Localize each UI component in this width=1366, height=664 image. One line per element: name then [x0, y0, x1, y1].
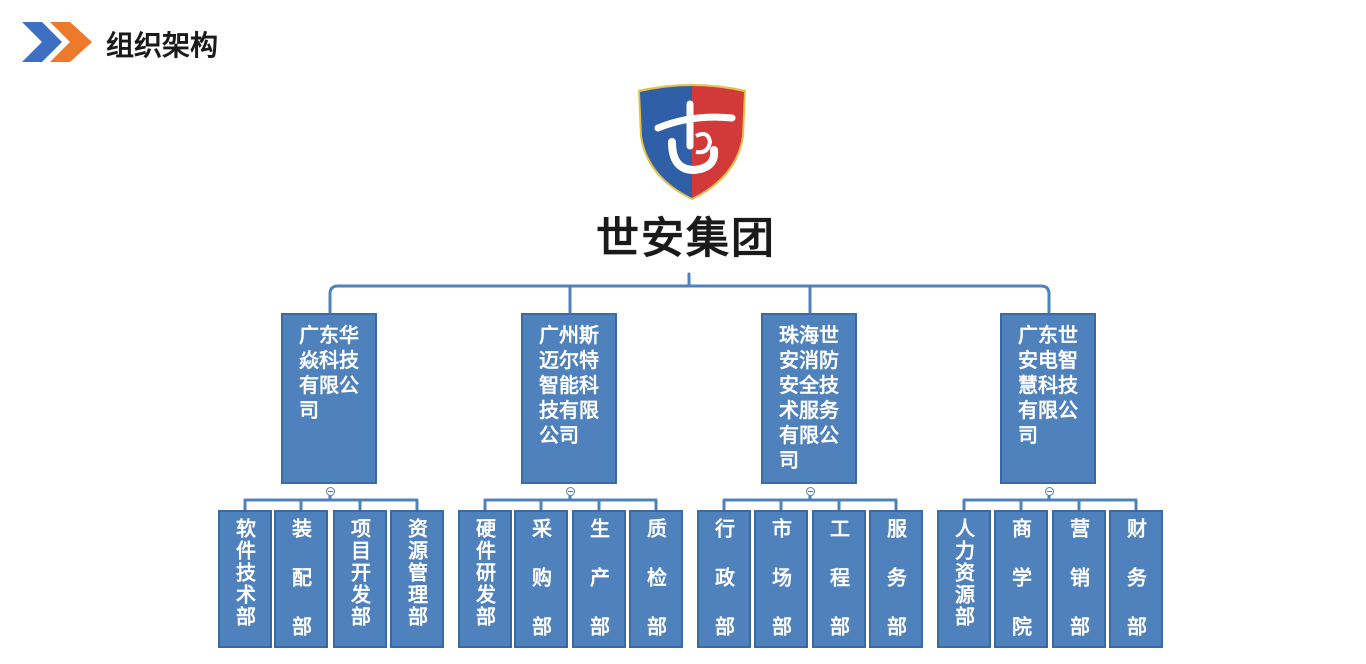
dept-label: 资源管理部 — [404, 518, 429, 628]
dept-box[interactable]: 软件技术部 — [218, 510, 272, 648]
dept-label: 工程部 — [826, 518, 851, 638]
company-box-fire-safety[interactable]: 珠海世安消防安全技术服务有限公司 — [761, 313, 857, 484]
dept-label: 硬件研发部 — [472, 518, 497, 628]
dept-label: 装配部 — [288, 518, 313, 638]
company-box-electric[interactable]: 广东世安电智慧科技有限公司 — [1000, 313, 1096, 484]
dept-label: 营销部 — [1066, 518, 1091, 638]
dept-label: 市场部 — [768, 518, 793, 638]
dept-box[interactable]: 工程部 — [812, 510, 866, 648]
dept-box[interactable]: 装配部 — [274, 510, 328, 648]
company-box-smart[interactable]: 广州斯迈尔特智能科技有限公司 — [521, 313, 617, 484]
group-name: 世安集团 — [596, 214, 776, 264]
collapse-toggle-icon[interactable] — [566, 487, 575, 496]
dept-label: 人力资源部 — [951, 518, 976, 628]
company-box-huayan[interactable]: 广东华焱科技有限公司 — [281, 313, 377, 484]
dept-label: 质检部 — [643, 518, 668, 638]
dept-label: 商学院 — [1008, 518, 1033, 638]
dept-label: 项目开发部 — [347, 518, 372, 628]
dept-box[interactable]: 生产部 — [572, 510, 626, 648]
page-title: 组织架构 — [106, 29, 219, 62]
dept-box[interactable]: 资源管理部 — [390, 510, 444, 648]
dept-box[interactable]: 财务部 — [1109, 510, 1163, 648]
double-chevron-icon — [22, 22, 92, 62]
dept-box[interactable]: 商学院 — [994, 510, 1048, 648]
dept-box[interactable]: 质检部 — [629, 510, 683, 648]
dept-label: 行政部 — [711, 518, 736, 638]
dept-label: 采购部 — [528, 518, 553, 638]
dept-box[interactable]: 服务部 — [869, 510, 923, 648]
dept-box[interactable]: 营销部 — [1052, 510, 1106, 648]
dept-label: 软件技术部 — [232, 518, 257, 628]
dept-box[interactable]: 行政部 — [697, 510, 751, 648]
dept-box[interactable]: 项目开发部 — [333, 510, 387, 648]
dept-label: 服务部 — [883, 518, 908, 638]
collapse-toggle-icon[interactable] — [1045, 487, 1054, 496]
dept-box[interactable]: 硬件研发部 — [458, 510, 512, 648]
dept-box[interactable]: 市场部 — [754, 510, 808, 648]
dept-label: 生产部 — [586, 518, 611, 638]
dept-box[interactable]: 采购部 — [514, 510, 568, 648]
collapse-toggle-icon[interactable] — [326, 487, 335, 496]
collapse-toggle-icon[interactable] — [806, 487, 815, 496]
dept-box[interactable]: 人力资源部 — [937, 510, 991, 648]
dept-label: 财务部 — [1123, 518, 1148, 638]
shield-logo-icon — [638, 84, 746, 200]
header — [22, 20, 94, 64]
